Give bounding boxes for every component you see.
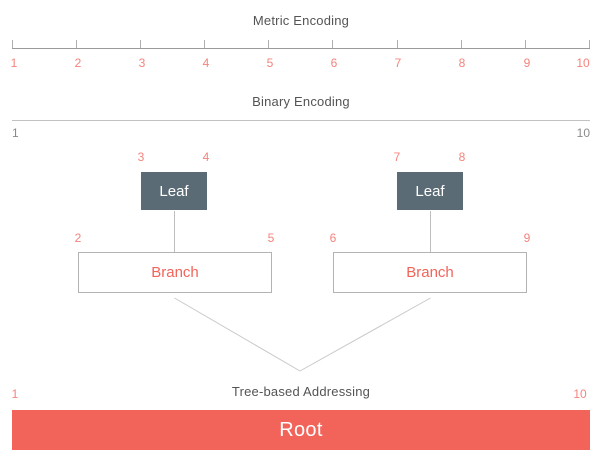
branch-node-1: Branch: [78, 252, 272, 293]
metric-ruler-tick: [140, 40, 141, 48]
branch1-end-label: 5: [267, 231, 275, 245]
binary-left-label: 1: [12, 126, 19, 140]
metric-encoding-title: Metric Encoding: [252, 13, 350, 28]
metric-tick-label: 1: [10, 56, 18, 70]
metric-tick-label: 5: [266, 56, 274, 70]
root-node: Root: [12, 410, 590, 450]
metric-tick-label: 9: [523, 56, 531, 70]
binary-right-label: 10: [576, 126, 590, 140]
branch1-root-connector: [174, 297, 301, 372]
metric-ruler-tick: [589, 40, 590, 48]
metric-tick-label: 6: [330, 56, 338, 70]
branch1-start-label: 2: [74, 231, 82, 245]
leaf-node-2: Leaf: [397, 172, 463, 210]
root-right-label: 10: [573, 387, 587, 401]
metric-ruler-tick: [12, 40, 13, 48]
metric-ruler-tick: [332, 40, 333, 48]
metric-tick-label: 4: [202, 56, 210, 70]
leaf1-end-label: 4: [202, 150, 210, 164]
tree-based-addressing-title: Tree-based Addressing: [231, 384, 371, 399]
branch2-end-label: 9: [523, 231, 531, 245]
binary-encoding-title: Binary Encoding: [252, 94, 350, 109]
leaf2-end-label: 8: [458, 150, 466, 164]
metric-ruler-tick: [204, 40, 205, 48]
binary-range-line: [12, 120, 590, 121]
metric-ruler-tick: [76, 40, 77, 48]
metric-ruler-line: [12, 48, 590, 49]
branch2-start-label: 6: [329, 231, 337, 245]
metric-tick-label: 7: [394, 56, 402, 70]
branch-node-2: Branch: [333, 252, 527, 293]
metric-tick-label: 2: [74, 56, 82, 70]
metric-tick-label: 10: [576, 56, 590, 70]
root-left-label: 1: [11, 387, 19, 401]
leaf1-start-label: 3: [137, 150, 145, 164]
metric-tick-label: 8: [458, 56, 466, 70]
metric-ruler-tick: [461, 40, 462, 48]
metric-ruler-tick: [525, 40, 526, 48]
branch2-root-connector: [299, 297, 431, 372]
leaf-node-1: Leaf: [141, 172, 207, 210]
metric-tick-label: 3: [138, 56, 146, 70]
leaf2-start-label: 7: [393, 150, 401, 164]
metric-ruler-tick: [397, 40, 398, 48]
metric-ruler-tick: [268, 40, 269, 48]
